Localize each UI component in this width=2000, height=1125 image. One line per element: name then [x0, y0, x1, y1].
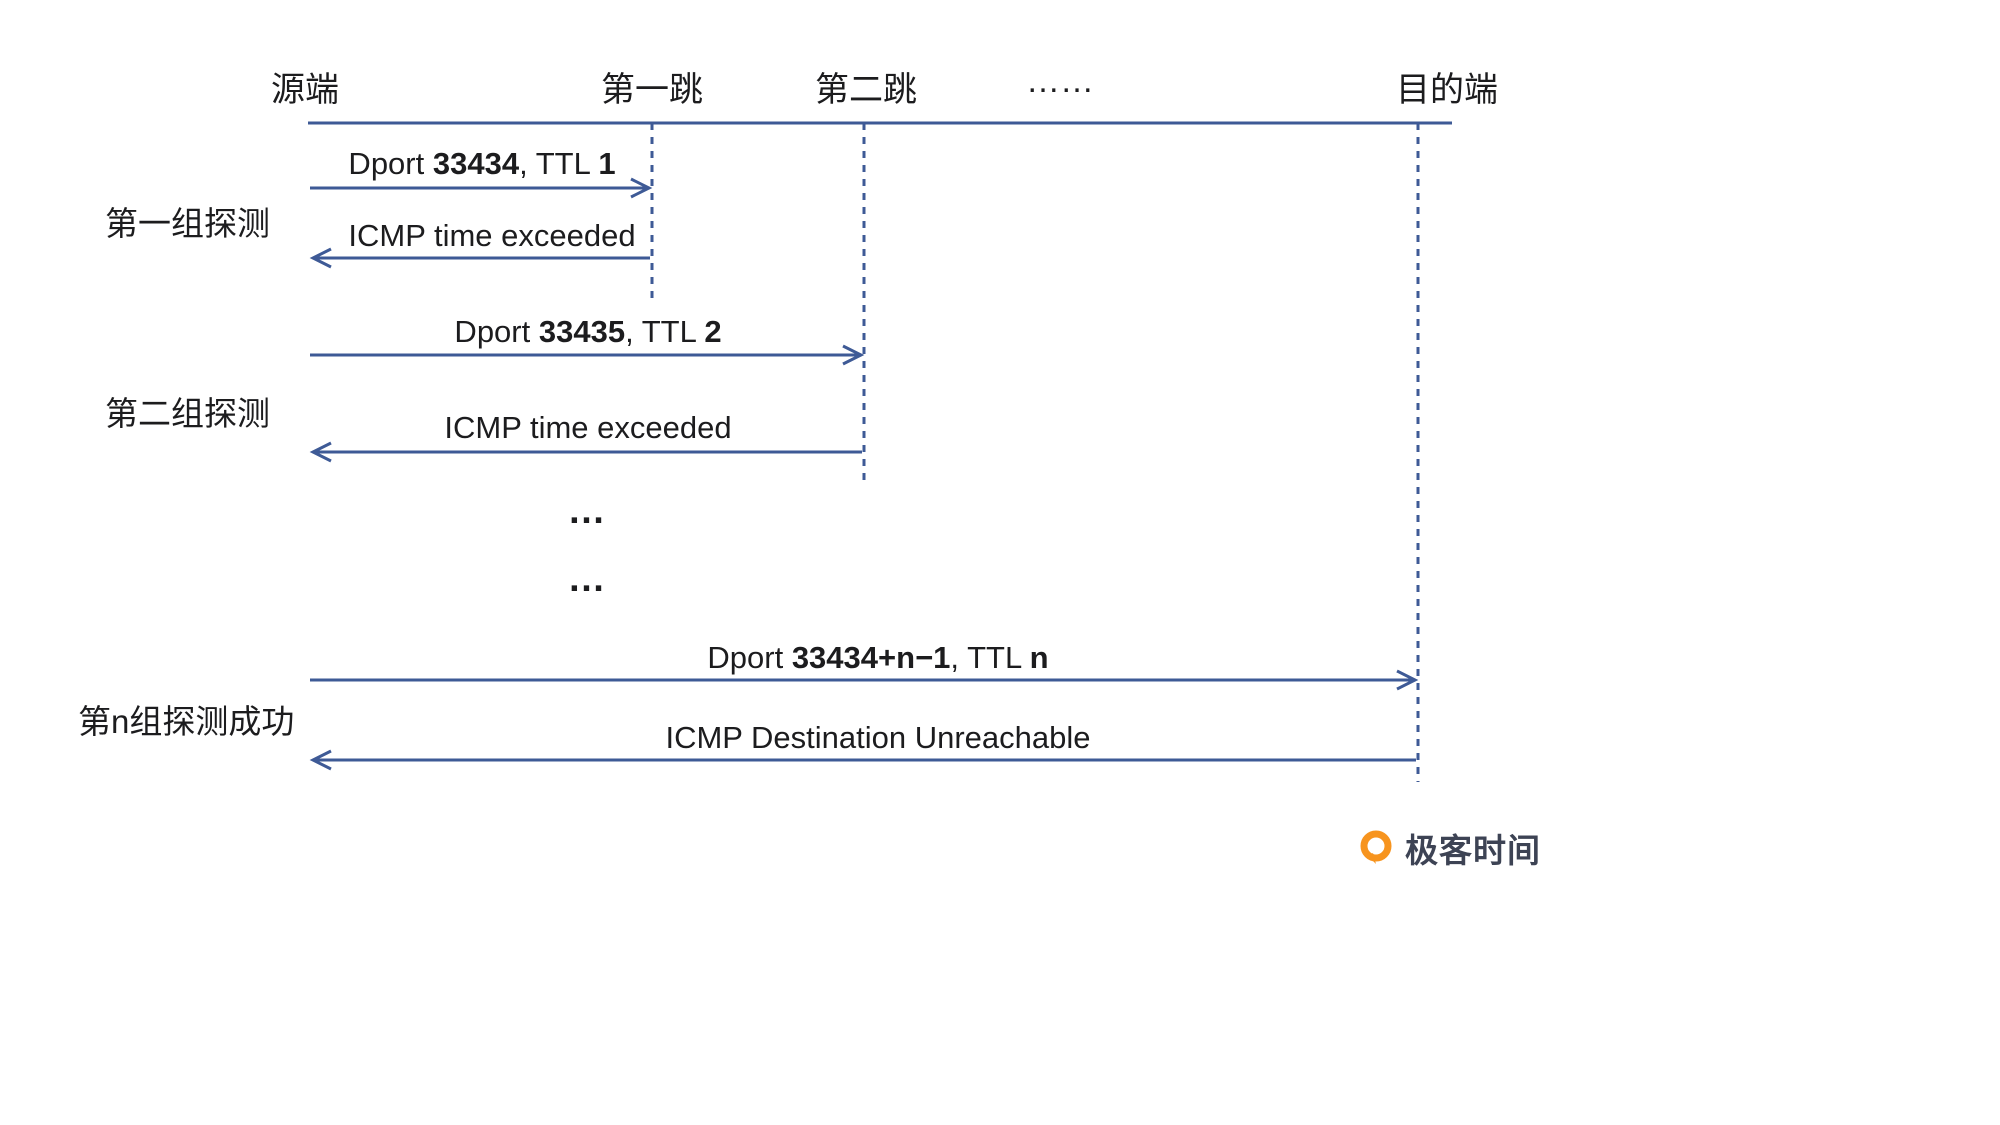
node-hop2: 第二跳 [815, 71, 917, 109]
geektime-logo-text: 极客时间 [1405, 832, 1541, 869]
msg-1-ttl: 1 [598, 146, 616, 181]
arrow-mn-reply [309, 749, 1416, 771]
msg-n-dport: 33434+n−1 [791, 640, 951, 675]
geektime-logo-icon [1360, 830, 1392, 864]
msg-n-mid: , TTL [950, 640, 1030, 675]
msg-2-prefix: Dport [454, 314, 539, 349]
arrow-mn-request [310, 669, 1419, 691]
msg-1-mid: , TTL [519, 146, 599, 181]
msg-n-prefix: Dport [707, 640, 792, 675]
node-source: 源端 [271, 71, 339, 109]
msg-2-dport: 33435 [538, 314, 626, 349]
group-label-2: 第二组探测 [105, 395, 270, 432]
msg-1-reply-label: ICMP time exceeded [348, 218, 636, 253]
geektime-logo: 极客时间 [1356, 824, 1541, 872]
msg-2-ttl: 2 [704, 314, 722, 349]
msg-2-mid: , TTL [625, 314, 705, 349]
arrow-m2-reply [309, 441, 862, 463]
arrow-m2-request [310, 344, 865, 366]
msg-1-prefix: Dport [348, 146, 433, 181]
msg-2-reply-label: ICMP time exceeded [444, 410, 732, 445]
msg-1-dport: 33434 [432, 146, 520, 181]
msg-n-ttl: n [1029, 640, 1049, 675]
group-label-1: 第一组探测 [105, 205, 270, 242]
msg-1-request-label: Dport 33434, TTL 1 [348, 146, 615, 182]
arrow-m1-request [310, 177, 653, 199]
arrow-m1-reply [309, 247, 650, 269]
ellipsis-2: … [567, 558, 609, 600]
node-more-hops: …… [1026, 62, 1094, 100]
msg-2-request-label: Dport 33435, TTL 2 [454, 314, 721, 350]
group-label-n: 第n组探测成功 [78, 703, 295, 740]
node-dest: 目的端 [1396, 71, 1498, 109]
ellipsis-1: … [567, 490, 609, 532]
node-hop1: 第一跳 [601, 71, 703, 109]
msg-n-request-label: Dport 33434+n−1, TTL n [707, 640, 1048, 676]
msg-n-reply-label: ICMP Destination Unreachable [665, 720, 1091, 755]
